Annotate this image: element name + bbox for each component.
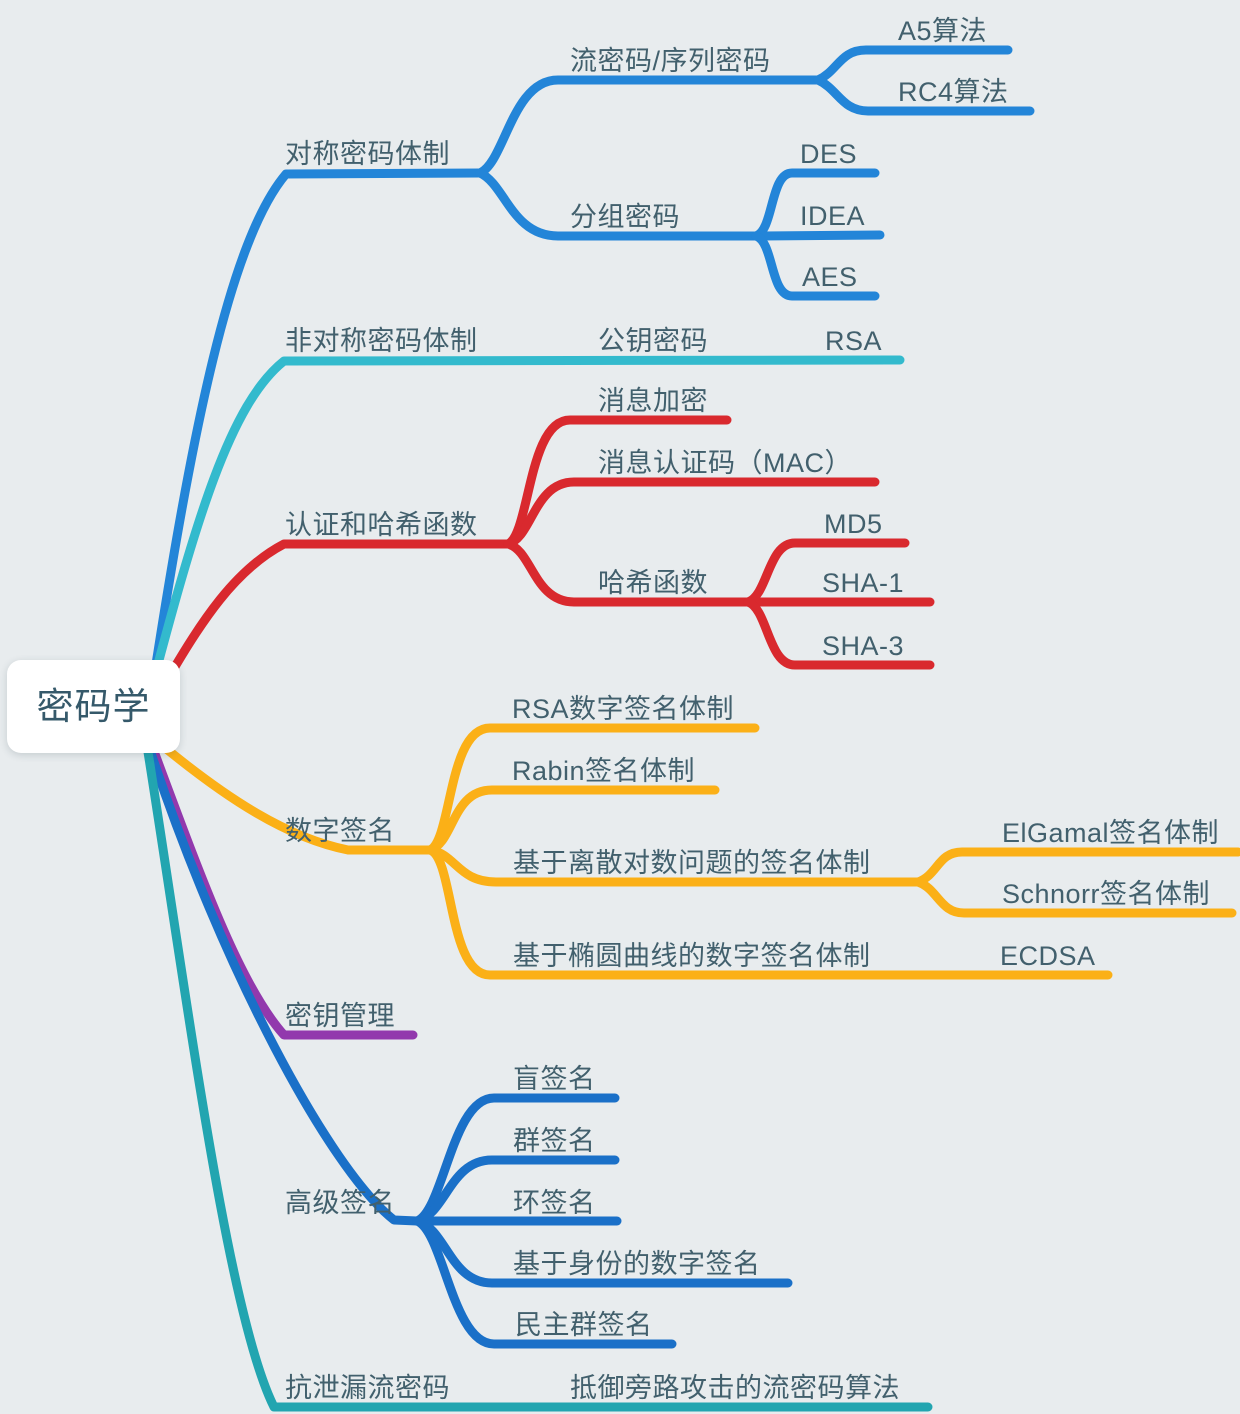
- root-node[interactable]: 密码学: [7, 660, 180, 753]
- connector-advsig-trunk: [145, 745, 422, 1226]
- node-msg-encrypt-label[interactable]: 消息加密: [598, 386, 708, 416]
- node-block-cipher-label[interactable]: 分组密码: [570, 202, 680, 232]
- connector-schnorr: [913, 877, 1237, 918]
- node-sha1-label[interactable]: SHA-1: [822, 568, 905, 598]
- connector-group-sig: [412, 1155, 620, 1226]
- node-democratic-sig-label[interactable]: 民主群签名: [515, 1310, 653, 1340]
- connector-md5: [743, 538, 910, 607]
- node-rc4-label[interactable]: RC4算法: [898, 77, 1009, 107]
- node-blind-sig-label[interactable]: 盲签名: [513, 1064, 596, 1094]
- node-symmetric-crypto-label[interactable]: 对称密码体制: [285, 139, 450, 169]
- connector-stream-cipher: [475, 75, 823, 178]
- node-ecc-sig-label[interactable]: 基于椭圆曲线的数字签名体制: [513, 941, 871, 971]
- node-adv-sig-label[interactable]: 高级签名: [285, 1188, 395, 1218]
- connector-asymmetric-trunk: [145, 355, 905, 699]
- connector-hash: [503, 539, 753, 607]
- connector-idea: [751, 230, 885, 241]
- connector-a5: [813, 45, 1013, 85]
- node-auth-hash-label[interactable]: 认证和哈希函数: [285, 510, 478, 540]
- node-sidechannel-label[interactable]: 抵御旁路攻击的流密码算法: [570, 1373, 900, 1403]
- node-identity-sig-label[interactable]: 基于身份的数字签名: [513, 1249, 761, 1279]
- node-digital-sig-label[interactable]: 数字签名: [285, 816, 395, 846]
- node-rsa-label[interactable]: RSA: [825, 326, 883, 356]
- node-key-mgmt-label[interactable]: 密钥管理: [285, 1001, 395, 1031]
- node-ecdsa-label[interactable]: ECDSA: [1000, 941, 1096, 971]
- node-stream-cipher-label[interactable]: 流密码/序列密码: [570, 46, 771, 76]
- node-md5-label[interactable]: MD5: [824, 509, 883, 539]
- node-elgamal-sig-label[interactable]: ElGamal签名体制: [1002, 818, 1220, 848]
- root-node-label: 密码学: [36, 686, 151, 727]
- connector-ecc: [425, 845, 1113, 980]
- node-asymmetric-crypto-label[interactable]: 非对称密码体制: [285, 326, 478, 356]
- connector-block-cipher: [475, 168, 761, 241]
- connector-aes: [751, 231, 880, 301]
- node-ring-sig-label[interactable]: 环签名: [513, 1188, 596, 1218]
- node-dlog-sig-label[interactable]: 基于离散对数问题的签名体制: [513, 848, 871, 878]
- node-des-label[interactable]: DES: [800, 139, 858, 169]
- connector-symmetric-trunk: [147, 168, 485, 695]
- connector-democratic-sig: [412, 1216, 677, 1349]
- node-idea-label[interactable]: IDEA: [800, 201, 866, 231]
- node-group-sig-label[interactable]: 群签名: [513, 1126, 596, 1156]
- node-a5-label[interactable]: A5算法: [898, 16, 988, 46]
- connector-mac: [503, 477, 880, 549]
- node-rsa-sig-label[interactable]: RSA数字签名体制: [512, 694, 735, 724]
- node-rabin-sig-label[interactable]: Rabin签名体制: [512, 756, 696, 786]
- connector-auth-trunk: [150, 539, 513, 707]
- connector-rabin: [425, 785, 720, 855]
- node-schnorr-sig-label[interactable]: Schnorr签名体制: [1002, 879, 1211, 909]
- node-leakage-label[interactable]: 抗泄漏流密码: [285, 1373, 450, 1403]
- node-sha3-label[interactable]: SHA-3: [822, 631, 905, 661]
- node-public-key-label[interactable]: 公钥密码: [598, 326, 708, 356]
- connector-key-mgmt-trunk: [147, 741, 418, 1040]
- connector-signature-trunk: [153, 737, 435, 855]
- node-aes-label[interactable]: AES: [802, 262, 858, 292]
- connector-elgamal: [913, 847, 1240, 887]
- connector-leakage-trunk: [143, 747, 933, 1412]
- node-hash-func-label[interactable]: 哈希函数: [598, 568, 708, 598]
- node-mac-label[interactable]: 消息认证码（MAC）: [598, 448, 852, 478]
- connector-sha3: [743, 597, 935, 670]
- connector-rc4: [813, 75, 1035, 116]
